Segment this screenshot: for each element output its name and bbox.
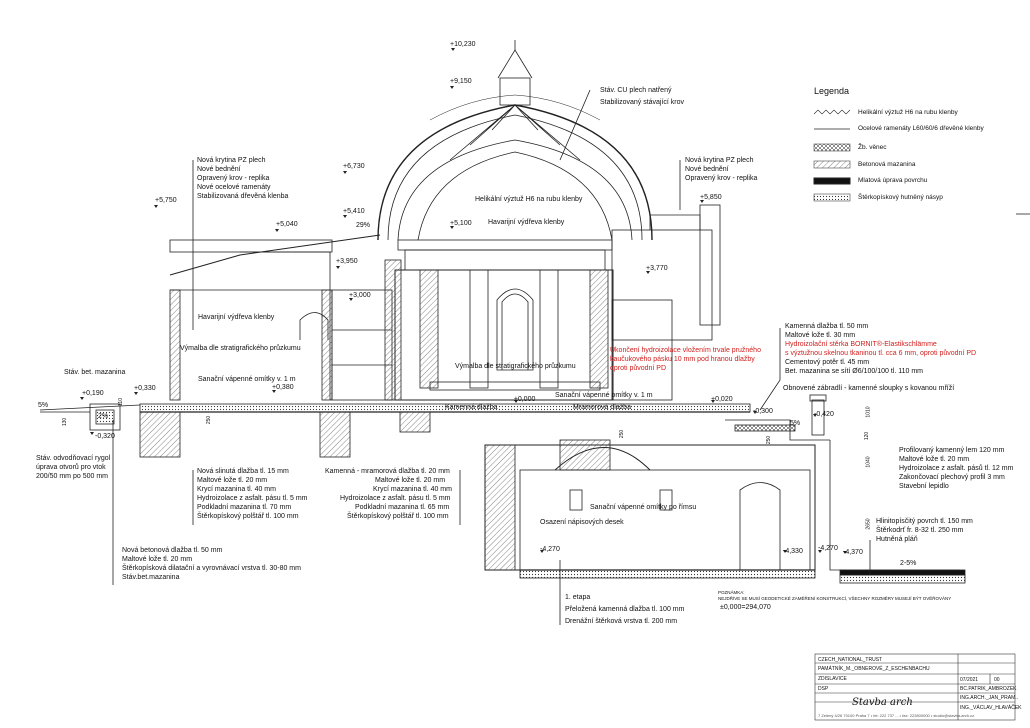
tb-author2: ING._VÁCLAV_HLAVÁČEK <box>960 705 1022 711</box>
dim-1040: 1040 <box>865 456 872 468</box>
note-datum: ±0,000=294,070 <box>720 604 771 611</box>
note-vault-central: Havarijní výdřeva klenby <box>488 219 565 226</box>
note-plaster-center: Sanační vápenné omítky v. 1 m <box>555 392 653 399</box>
dim-250-c: 250 <box>766 435 773 445</box>
dim-2650: 2650 <box>865 518 872 530</box>
dim-120: 120 <box>864 431 871 441</box>
tb-address: 7 Zelený 4/26 70100 Praha 7 • tel: 222 7… <box>818 713 975 718</box>
level-5850: +5,850 <box>700 194 722 201</box>
level-minus-0420: -0,420 <box>814 411 834 418</box>
level-minus-4270-a: -4,270 <box>540 546 560 553</box>
note-plaster-left: Sanační vápenné omítky v. 1 m <box>198 376 296 383</box>
dim-130: 130 <box>62 417 69 427</box>
level-0380: +0,380 <box>272 384 294 391</box>
tb-rev: 00 <box>994 677 1000 683</box>
note-inscription: Osazení nápisových desek <box>540 519 624 526</box>
level-9150: +9,150 <box>450 78 472 85</box>
level-3950: +3,950 <box>336 258 358 265</box>
level-0330: +0,330 <box>134 385 156 392</box>
legend-item-mlat: Mlatová úprava povrchu <box>858 177 928 184</box>
level-3770: +3,770 <box>646 265 668 272</box>
note-red-hydro-end: Ukončení hydroizolace vložením trvale pr… <box>610 347 761 372</box>
note-mural-left: Výmalba dle stratigrafického průzkumu <box>180 345 301 352</box>
level-10230: +10,230 <box>450 41 476 48</box>
level-5410: +5,410 <box>343 208 365 215</box>
note-stone-floor: Kamenná dlažba <box>445 404 498 411</box>
tb-date: 07/2021 <box>960 677 979 683</box>
level-5750: +5,750 <box>155 197 177 204</box>
slope-left-5: 5% <box>38 402 49 409</box>
slope-left-2: 2% <box>98 413 109 420</box>
tb-stage: DSP <box>818 686 829 692</box>
tb-signature: Stavba arch <box>852 697 913 708</box>
dim-250-a: 250 <box>206 415 213 425</box>
legend-helix-symbol <box>813 109 851 115</box>
level-0190: +0,190 <box>82 390 104 397</box>
note-body: NEJDŘÍVE SE MUSÍ GEODETICKÉ ZAMĚŘENÍ KON… <box>718 596 952 601</box>
level-minus-0320: -0,320 <box>95 433 115 440</box>
level-minus-4330: -4,330 <box>783 548 803 555</box>
legend-item-nasyp: Štěrkopískový hutněný násyp <box>858 194 943 201</box>
dim-1010: 1010 <box>865 406 872 418</box>
tb-project: PAMÁTNÍK_M._OBNEROVÉ_Z_ESCHENBACHU <box>818 666 930 672</box>
legend-item-ramenaty: Ocelové ramenáty L60/60/6 dřevěné klenby <box>858 125 984 132</box>
note-crypt-plaster: Sanační vápenné omítky po římsu <box>590 504 697 511</box>
legend-item-helix: Helikální výztuž H6 na rubu klenby <box>858 109 958 116</box>
tb-designer: BC.PATRIK_AMBROZEK <box>960 686 1017 692</box>
note-helix: Helikální výztuž H6 na rubu klenby <box>475 196 583 203</box>
dim-250-b: 250 <box>619 429 626 439</box>
level-5100: +5,100 <box>450 220 472 227</box>
legend-item-venec: Žb. věnec <box>858 144 887 151</box>
legend-item-mazanina: Betonová mazanina <box>858 161 916 168</box>
slope-roof-29: 29% <box>356 222 371 229</box>
note-marble-floor: Mramorová dlažba <box>573 404 631 411</box>
level-5040: +5,040 <box>276 221 298 228</box>
slope-right-5: 5% <box>790 420 801 427</box>
level-minus-4270-b: -4,270 <box>818 545 838 552</box>
note-vault-left: Havarijní výdřeva klenby <box>198 314 275 321</box>
tb-author1: ING.ARCH._JAN_PRAM.. <box>960 695 1019 701</box>
note-conc-slab: Stáv. bet. mazanina <box>64 369 126 376</box>
note-mural-center: Výmalba dle stratigrafického průzkumu <box>455 363 576 370</box>
tb-client: CZECH_NATIONAL_TRUST <box>818 657 883 663</box>
note-railing: Obnovené zábradlí - kamenné sloupky s ko… <box>783 385 955 392</box>
legend-title: Legenda <box>814 86 850 96</box>
dim-110: 110 <box>117 398 124 406</box>
slope-ground: 2-5% <box>900 560 917 567</box>
level-3000: +3,000 <box>349 292 371 299</box>
note-title: POZNÁMKA: <box>718 590 745 595</box>
tb-place: ZDISLAVICE <box>818 676 847 682</box>
level-minus-4370: -4,370 <box>843 549 863 556</box>
level-6730: +6,730 <box>343 163 365 170</box>
level-0020: +0,020 <box>711 396 733 403</box>
level-minus-0300: -0,300 <box>753 408 773 415</box>
level-0000: ±0,000 <box>514 396 536 403</box>
